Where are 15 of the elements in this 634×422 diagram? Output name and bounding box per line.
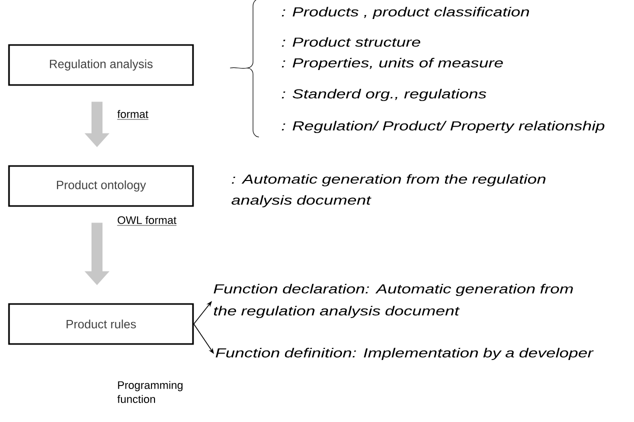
format-label: OWL format [117,216,177,226]
process-box: Regulation analysis [8,44,194,86]
process-box: Product rules [8,303,194,345]
list-item: : Properties, units of measure [282,58,503,70]
process-box: Product ontology [8,165,194,207]
annotation-text: Function definition: Implementation by a developer [216,348,594,360]
arrow [193,301,212,324]
list-item: : Products , product classification [282,6,529,20]
annotation-text: : Automatic generation from the regulation analysis document [232,174,546,208]
annotation-text: Function declaration: Automatic generation from the regulation analysis document [214,284,573,318]
list-item: : Regulation/ Product/ Property relationship [282,120,604,134]
edge-label: format [117,110,149,120]
list-item: : Product structure [282,37,420,47]
list-item: : Standerd org., regulations [282,88,486,102]
output-label: Programming function [117,380,182,404]
